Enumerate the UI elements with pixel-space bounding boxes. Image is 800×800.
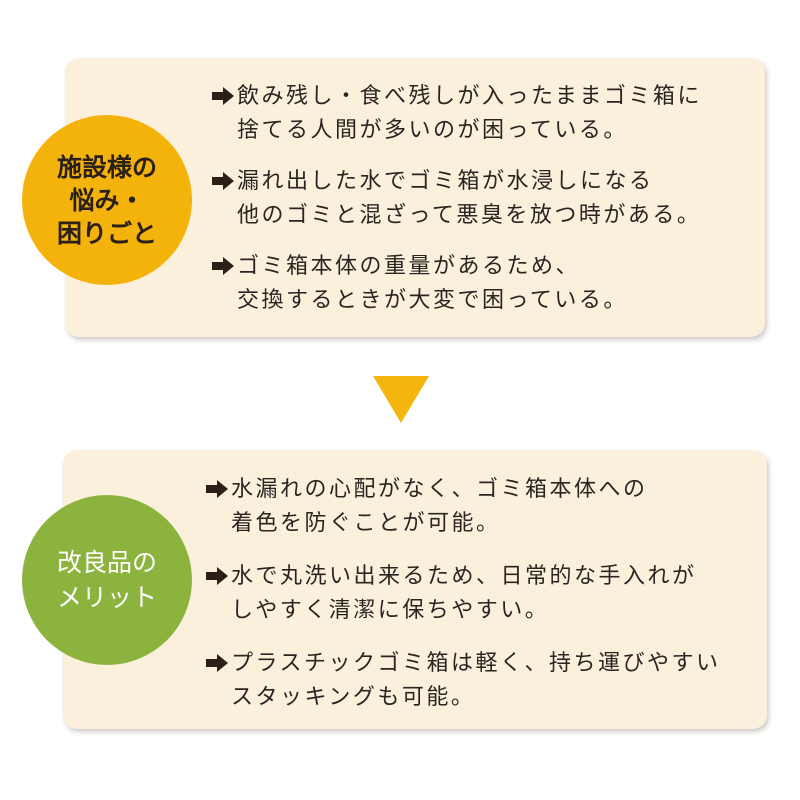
problem-text: 漏れ出した水でゴミ箱が水浸しになる: [237, 169, 654, 194]
benefit-item: 水で丸洗い出来るため、日常的な手入れが しやすく清潔に保ちやすい。: [205, 560, 721, 628]
benefit-text: プラスチックゴミ箱は軽く、持ち運びやすい: [231, 651, 721, 676]
problem-item: 飲み残し・食べ残しが入ったままゴミ箱に 捨てる人間が多いのが困っている。: [211, 80, 702, 148]
problems-badge-line: 施設様の: [56, 152, 157, 182]
benefits-badge-line: 改良品の: [56, 548, 157, 577]
problem-text: 交換するときが大変で困っている。: [237, 288, 628, 313]
right-arrow-icon: [212, 87, 234, 105]
right-arrow-icon: [212, 172, 234, 190]
problem-text: ゴミ箱本体の重量があるため、: [237, 254, 581, 279]
problems-badge-line: 困りごと: [56, 218, 157, 248]
benefit-text: しやすく清潔に保ちやすい。: [231, 598, 550, 623]
problems-list: 飲み残し・食べ残しが入ったままゴミ箱に 捨てる人間が多いのが困っている。 漏れ出…: [211, 80, 702, 335]
benefits-list: 水漏れの心配がなく、ゴミ箱本体への 着色を防ぐことが可能。 水で丸洗い出来るため…: [205, 473, 721, 734]
down-triangle-icon: [373, 376, 429, 423]
problem-text: 他のゴミと混ざって悪臭を放つ時がある。: [237, 203, 702, 228]
right-arrow-icon: [206, 654, 228, 672]
problem-item: ゴミ箱本体の重量があるため、 交換するときが大変で困っている。: [211, 250, 702, 318]
problem-text: 捨てる人間が多いのが困っている。: [237, 118, 628, 143]
right-arrow-icon: [206, 480, 228, 498]
benefit-text: 水漏れの心配がなく、ゴミ箱本体への: [231, 477, 648, 502]
right-arrow-icon: [212, 257, 234, 275]
problem-item: 漏れ出した水でゴミ箱が水浸しになる 他のゴミと混ざって悪臭を放つ時がある。: [211, 165, 702, 233]
benefit-item: プラスチックゴミ箱は軽く、持ち運びやすい スタッキングも可能。: [205, 647, 721, 715]
benefit-item: 水漏れの心配がなく、ゴミ箱本体への 着色を防ぐことが可能。: [205, 473, 721, 541]
problems-badge-line: 悩み・: [69, 185, 145, 215]
benefit-text: スタッキングも可能。: [231, 685, 476, 710]
problems-badge: 施設様の 悩み・ 困りごと: [22, 115, 192, 285]
benefit-text: 着色を防ぐことが可能。: [231, 511, 501, 536]
right-arrow-icon: [206, 567, 228, 585]
problem-text: 飲み残し・食べ残しが入ったままゴミ箱に: [237, 84, 702, 109]
benefits-badge: 改良品の メリット: [22, 495, 192, 665]
benefit-text: 水で丸洗い出来るため、日常的な手入れが: [231, 564, 697, 589]
benefits-badge-line: メリット: [56, 583, 157, 612]
